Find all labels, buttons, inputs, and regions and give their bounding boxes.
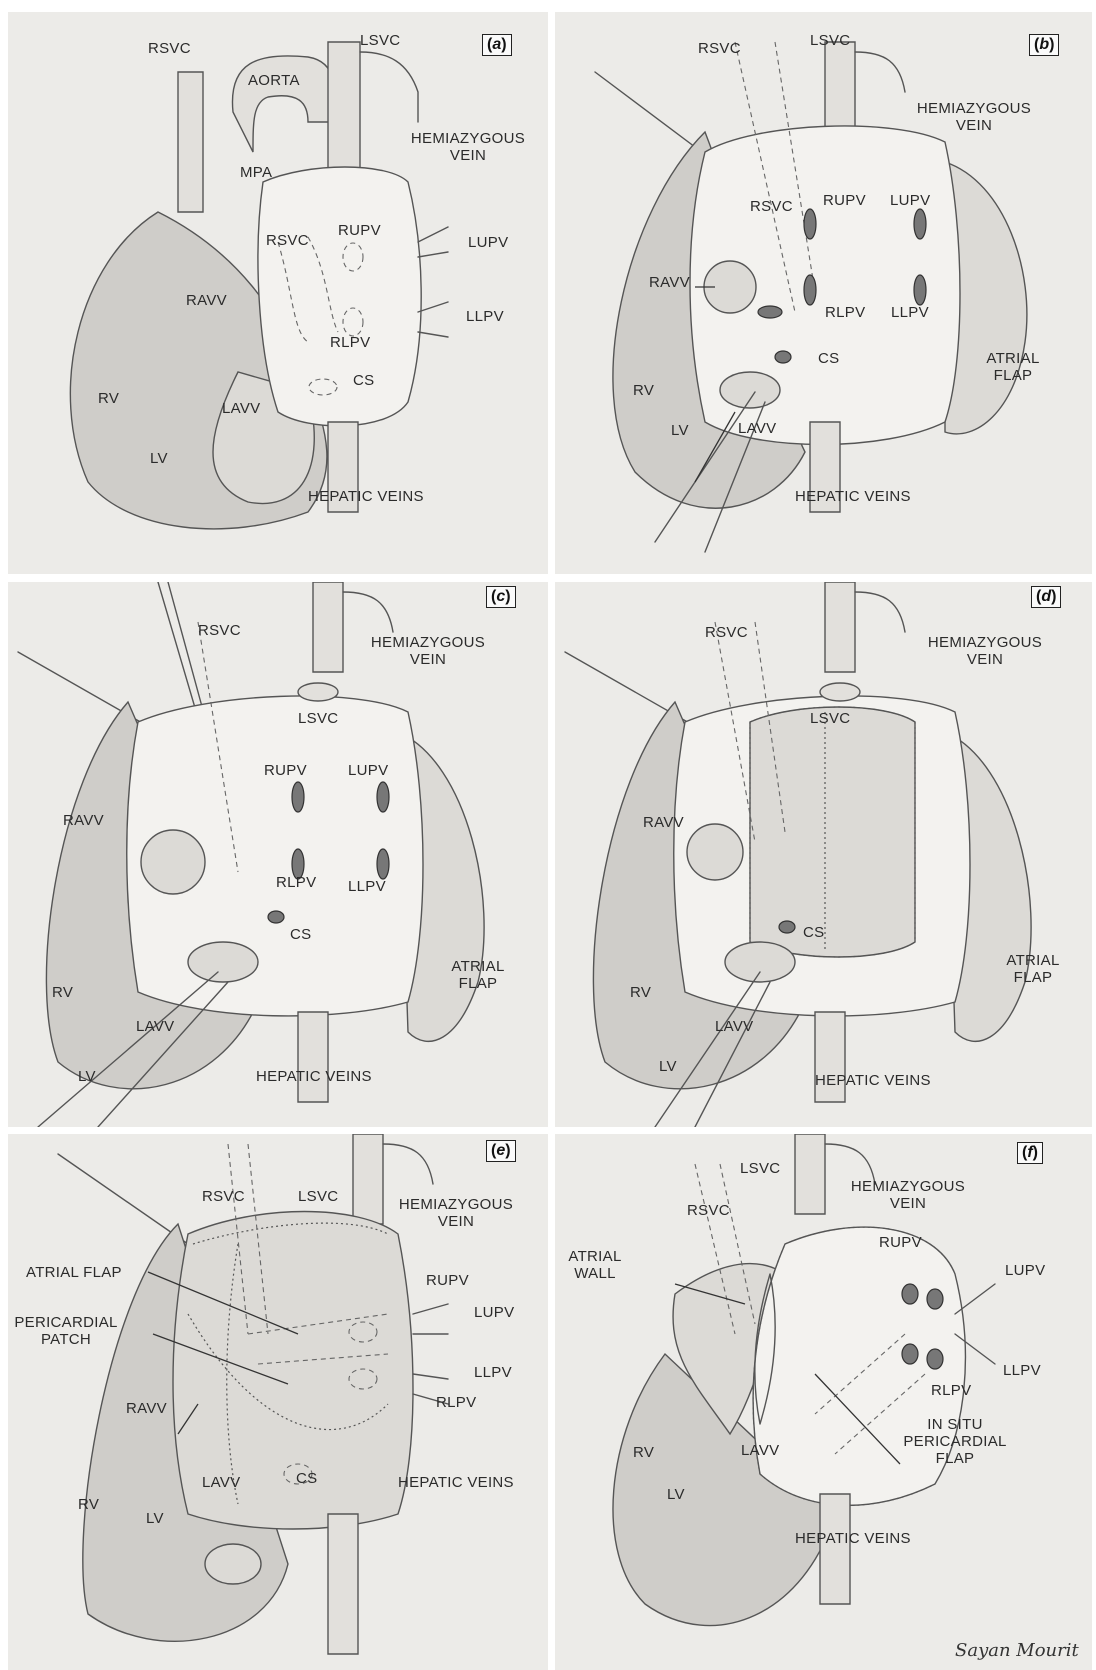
panel-b-label-7: RAVV: [649, 274, 690, 291]
panel-c: (c) RSVC HEMIAZYGOUS VEIN LSVC RUPV LUPV…: [8, 582, 548, 1127]
panel-c-label-4: RUPV: [264, 762, 307, 779]
panel-e-label-5: ATRIAL FLAP: [26, 1264, 122, 1281]
panel-c-label-8: LLPV: [348, 878, 386, 895]
panel-d-label-10: HEPATIC VEINS: [815, 1072, 931, 1089]
panel-f-label-1: LSVC: [740, 1160, 780, 1177]
panel-e-label-9: RLPV: [436, 1394, 476, 1411]
panel-a-label-6: RSVC: [266, 232, 309, 249]
panel-a-label-15: LV: [150, 450, 168, 467]
panel-b-label-3: HEMIAZYGOUS VEIN: [904, 100, 1044, 134]
panel-d-tag: (d): [1031, 586, 1061, 608]
panel-a-label-10: LLPV: [466, 308, 504, 325]
panel-b-label-6: LUPV: [890, 192, 930, 209]
panel-f-label-9: RV: [633, 1444, 654, 1461]
panel-e-label-11: LAVV: [202, 1474, 240, 1491]
panel-e-tag: (e): [486, 1140, 516, 1162]
panel-a-label-12: RV: [98, 390, 119, 407]
panel-c-label-10: ATRIAL FLAP: [438, 958, 518, 992]
panel-b-label-9: LLPV: [891, 304, 929, 321]
panel-e-label-8: LLPV: [474, 1364, 512, 1381]
panel-d-label-8: LAVV: [715, 1018, 753, 1035]
panel-e-label-1: RSVC: [202, 1188, 245, 1205]
panel-b-label-11: ATRIAL FLAP: [973, 350, 1053, 384]
panel-b-label-1: RSVC: [698, 40, 741, 57]
panel-e-label-6: LUPV: [474, 1304, 514, 1321]
panel-c-label-9: CS: [290, 926, 311, 943]
signature: Sayan Mourit: [955, 1640, 1079, 1661]
panel-c-label-3: LSVC: [298, 710, 338, 727]
panel-c-label-14: HEPATIC VEINS: [256, 1068, 372, 1085]
panel-f-label-8: RLPV: [931, 1382, 971, 1399]
panel-f-label-10: LAVV: [741, 1442, 779, 1459]
panel-b: (b) RSVC LSVC HEMIAZYGOUS VEIN RSVC RUPV…: [555, 12, 1092, 574]
panel-b-tag: (b): [1029, 34, 1059, 56]
panel-f-label-12: LV: [667, 1486, 685, 1503]
panel-a-label-14: CS: [353, 372, 374, 389]
panel-e-label-2: LSVC: [298, 1188, 338, 1205]
panel-c-label-13: LV: [78, 1068, 96, 1085]
panel-c-label-12: LAVV: [136, 1018, 174, 1035]
panel-a-label-1: RSVC: [148, 40, 191, 57]
panel-c-tag: (c): [486, 586, 516, 608]
panel-a-tag: (a): [482, 34, 512, 56]
panel-d-label-1: RSVC: [705, 624, 748, 641]
panel-a-label-9: RAVV: [186, 292, 227, 309]
panel-a-label-2: LSVC: [360, 32, 400, 49]
panel-c-label-11: RV: [52, 984, 73, 1001]
panel-e: (e) RSVC LSVC HEMIAZYGOUS VEIN RUPV ATRI…: [8, 1134, 548, 1670]
panel-f: (f) LSVC HEMIAZYGOUS VEIN RSVC RUPV ATRI…: [555, 1134, 1092, 1670]
panel-d-label-9: LV: [659, 1058, 677, 1075]
panel-b-label-12: RV: [633, 382, 654, 399]
panel-e-label-3: HEMIAZYGOUS VEIN: [386, 1196, 526, 1230]
panel-f-label-6: LUPV: [1005, 1262, 1045, 1279]
panel-a-label-13: LAVV: [222, 400, 260, 417]
panel-b-label-15: HEPATIC VEINS: [795, 488, 911, 505]
panel-f-label-4: RUPV: [879, 1234, 922, 1251]
panel-d-label-7: RV: [630, 984, 651, 1001]
panel-f-tag: (f): [1017, 1142, 1043, 1164]
panel-f-drawing: [555, 1134, 1092, 1670]
panel-f-label-2: HEMIAZYGOUS VEIN: [838, 1178, 978, 1212]
panel-b-label-8: RLPV: [825, 304, 865, 321]
panel-f-label-3: RSVC: [687, 1202, 730, 1219]
panel-e-label-13: HEPATIC VEINS: [398, 1474, 514, 1491]
panel-b-label-10: CS: [818, 350, 839, 367]
panel-a-label-5: MPA: [240, 164, 272, 181]
panel-f-label-5: ATRIAL WALL: [560, 1248, 630, 1282]
panel-b-label-2: LSVC: [810, 32, 850, 49]
panel-b-label-13: LV: [671, 422, 689, 439]
panel-a: (a) RSVC LSVC AORTA HEMIAZYGOUS VEIN MPA…: [8, 12, 548, 574]
panel-f-label-11: IN SITU PERICARDIAL FLAP: [885, 1416, 1025, 1467]
panel-a-drawing: [8, 12, 548, 574]
panel-a-label-3: AORTA: [248, 72, 300, 89]
panel-e-label-10: RAVV: [126, 1400, 167, 1417]
panel-c-label-5: LUPV: [348, 762, 388, 779]
panel-a-label-8: LUPV: [468, 234, 508, 251]
panel-b-label-4: RSVC: [750, 198, 793, 215]
panel-c-label-1: RSVC: [198, 622, 241, 639]
panel-a-label-4: HEMIAZYGOUS VEIN: [398, 130, 538, 164]
panel-d-label-6: ATRIAL FLAP: [993, 952, 1073, 986]
panel-e-label-14: RV: [78, 1496, 99, 1513]
panel-c-label-6: RAVV: [63, 812, 104, 829]
panel-b-label-5: RUPV: [823, 192, 866, 209]
panel-d-label-3: LSVC: [810, 710, 850, 727]
panel-e-label-4: RUPV: [426, 1272, 469, 1289]
panel-a-label-11: RLPV: [330, 334, 370, 351]
panel-b-label-14: LAVV: [738, 420, 776, 437]
panel-a-label-16: HEPATIC VEINS: [308, 488, 424, 505]
panel-d-label-2: HEMIAZYGOUS VEIN: [915, 634, 1055, 668]
panel-d-label-5: CS: [803, 924, 824, 941]
panel-f-label-13: HEPATIC VEINS: [795, 1530, 911, 1547]
panel-e-label-7: PERICARDIAL PATCH: [11, 1314, 121, 1348]
panel-f-label-7: LLPV: [1003, 1362, 1041, 1379]
panel-a-label-7: RUPV: [338, 222, 381, 239]
panel-e-label-12: CS: [296, 1470, 317, 1487]
panel-c-label-7: RLPV: [276, 874, 316, 891]
panel-d: (d) RSVC HEMIAZYGOUS VEIN LSVC RAVV CS A…: [555, 582, 1092, 1127]
panel-c-label-2: HEMIAZYGOUS VEIN: [358, 634, 498, 668]
panel-e-label-15: LV: [146, 1510, 164, 1527]
panel-d-label-4: RAVV: [643, 814, 684, 831]
